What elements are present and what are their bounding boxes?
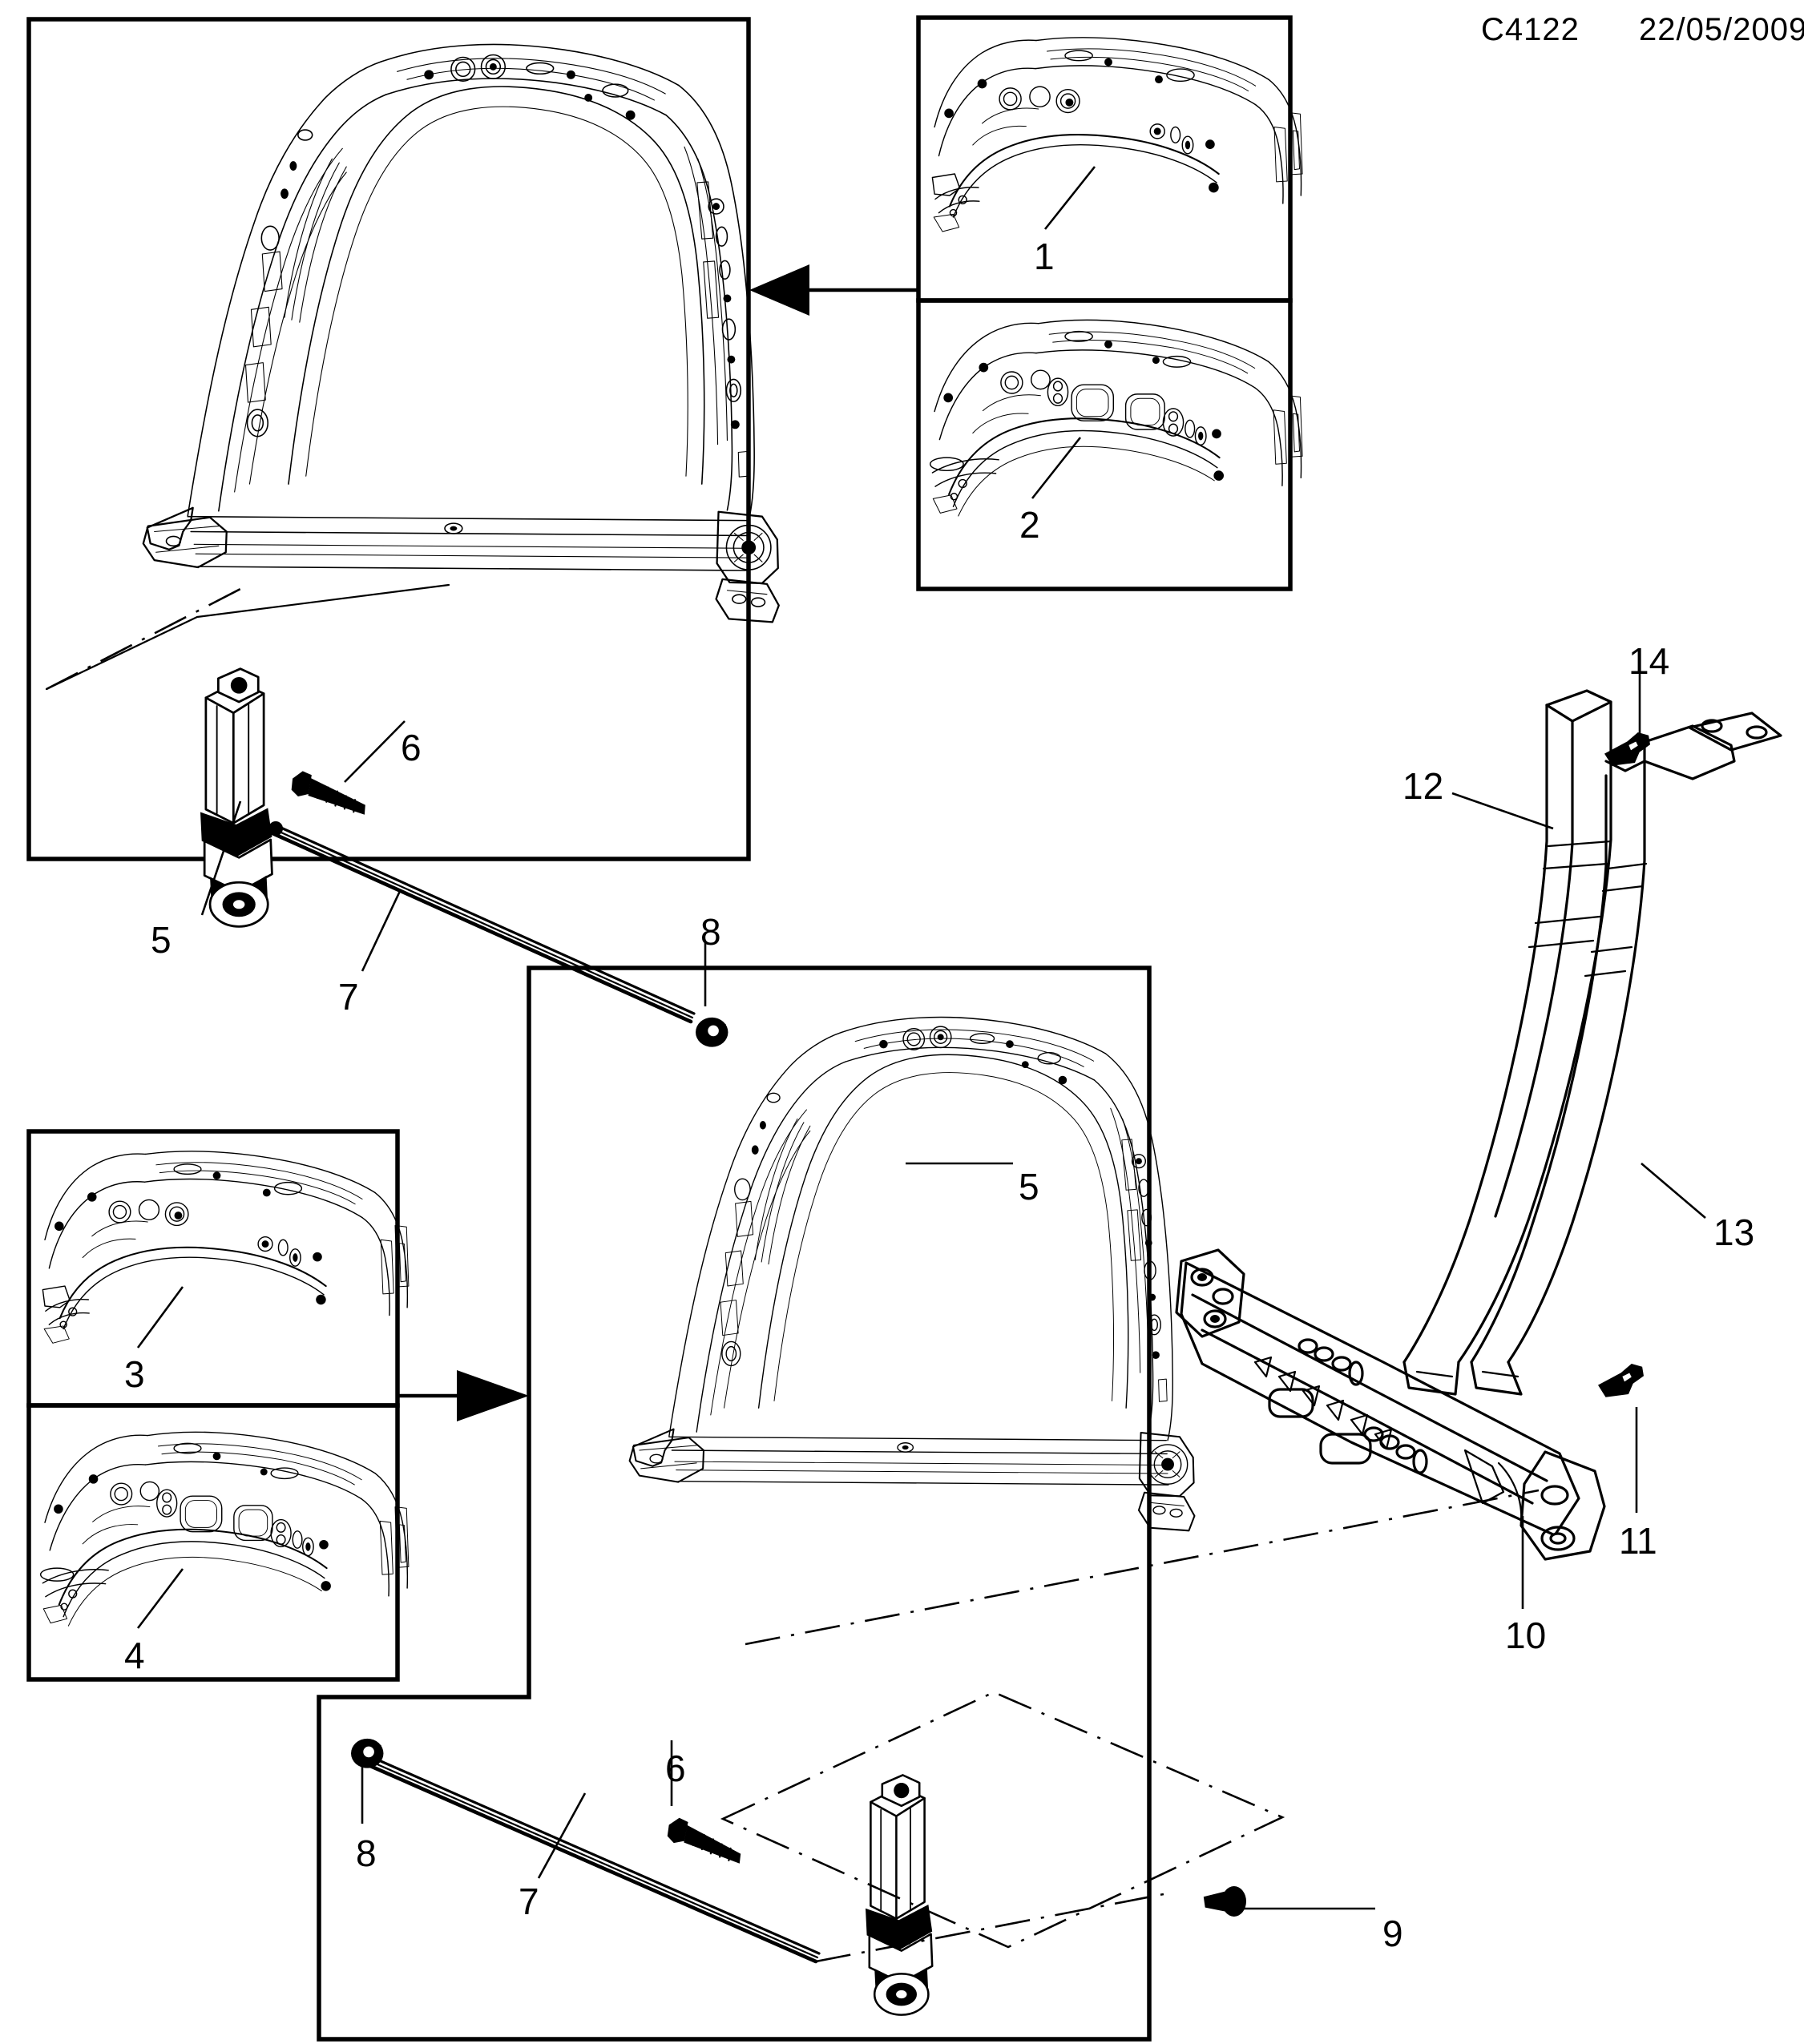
callout-7: 7	[338, 976, 359, 1018]
callout-4: 4	[124, 1635, 145, 1676]
callout-11: 11	[1619, 1520, 1657, 1562]
drawing-code-label: C4122	[1481, 12, 1580, 47]
callout-5: 5	[151, 919, 172, 961]
callout-5-lower: 5	[1019, 1166, 1039, 1207]
assembly-axis-left	[46, 587, 241, 691]
panel-border-main-right	[317, 966, 1152, 2042]
callout-7-lower: 7	[519, 1881, 539, 1922]
flexible-drive-shaft-right	[368, 1756, 821, 1964]
seat-back-frame-left-assembly	[142, 43, 780, 623]
drawing-date-label: 22/05/2009	[1639, 12, 1804, 47]
drive-shaft-grommet-left	[694, 1016, 729, 1049]
detail-view-3-artwork	[42, 1150, 410, 1345]
seat-back-frame-right-assembly	[628, 1016, 1196, 1532]
head-restraint-guide-right	[1470, 712, 1782, 1396]
callout-6: 6	[401, 727, 422, 768]
callout-13: 13	[1713, 1211, 1755, 1253]
callout-12: 12	[1402, 765, 1444, 807]
callout-9: 9	[1382, 1913, 1403, 1954]
cross-member-screw	[1202, 1885, 1248, 1918]
recliner-motor-right	[864, 1774, 934, 2016]
assembly-plane-left	[45, 583, 450, 691]
leader-lines	[136, 166, 1706, 1910]
callout-3: 3	[124, 1353, 145, 1395]
flexible-drive-shaft-left	[268, 821, 696, 1024]
arrow-right-icon	[395, 1370, 529, 1421]
detail-view-2-artwork	[929, 319, 1304, 518]
motor-retaining-screw-right	[663, 1814, 749, 1865]
callout-8: 8	[700, 911, 721, 953]
assembly-axis-right	[745, 1489, 1540, 1646]
detail-view-4-artwork	[39, 1431, 410, 1627]
callout-6-lower: 6	[665, 1748, 686, 1789]
motor-retaining-screw-left	[287, 768, 373, 816]
panel-border-main-left	[26, 17, 751, 861]
panel-border-detail-1	[916, 15, 1293, 303]
callout-2: 2	[1019, 504, 1040, 546]
seat-back-cross-member	[1175, 1248, 1606, 1561]
detail-view-1-artwork	[931, 36, 1304, 233]
callout-14: 14	[1628, 640, 1670, 682]
callout-1: 1	[1034, 236, 1055, 277]
arrow-left-icon	[749, 264, 921, 316]
cross-member-clip	[1596, 1362, 1645, 1399]
drive-shaft-grommet-right	[349, 1737, 385, 1770]
assembly-plane-right	[720, 1691, 1285, 1949]
callout-10: 10	[1505, 1615, 1547, 1656]
callout-8-lower: 8	[356, 1832, 377, 1874]
panel-border-detail-4	[26, 1403, 400, 1682]
